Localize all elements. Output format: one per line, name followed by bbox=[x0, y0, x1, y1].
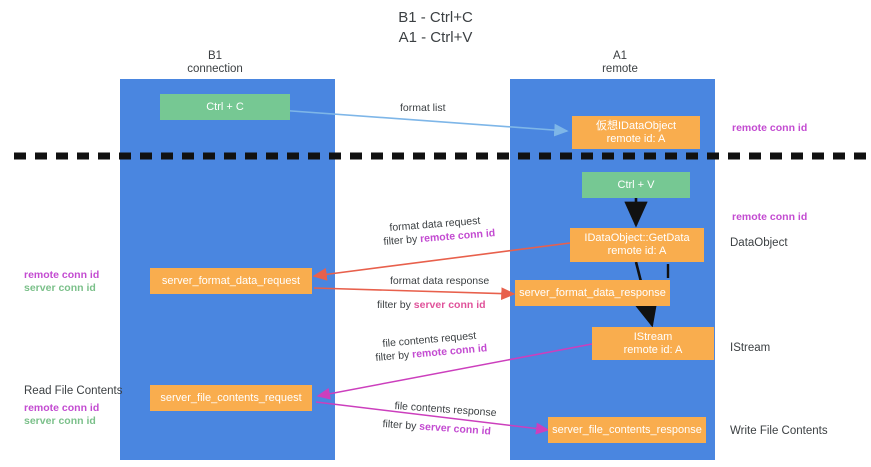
label-remote-conn-id-top: remote conn id bbox=[732, 122, 808, 134]
edge-label-format-data-response: format data response bbox=[390, 275, 490, 287]
label-left-server-conn-id-2: server conn id bbox=[24, 415, 96, 427]
lane-title-b1: B1 connection bbox=[187, 50, 243, 75]
section-divider bbox=[14, 152, 866, 160]
node-server-format-data-response[interactable]: server_format_data_response bbox=[515, 280, 670, 306]
node-virtual-idataobject[interactable]: 仮想IDataObject remote id: A bbox=[572, 116, 700, 149]
node-server-file-contents-request[interactable]: server_file_contents_request bbox=[150, 385, 312, 411]
label-remote-conn-id-mid: remote conn id bbox=[732, 211, 808, 223]
label-dataobject: DataObject bbox=[730, 237, 788, 249]
label-left-remote-conn-id-2: remote conn id bbox=[24, 402, 100, 414]
filter-prefix-1: filter by bbox=[383, 233, 421, 248]
node-istream[interactable]: IStream remote id: A bbox=[592, 327, 714, 360]
label-write-file-contents: Write File Contents bbox=[730, 425, 828, 437]
filter-prefix-4: filter by bbox=[382, 418, 420, 433]
lane-title-a1: A1 remote bbox=[602, 50, 638, 75]
label-left-server-conn-id: server conn id bbox=[24, 282, 96, 294]
node-ctrl-c[interactable]: Ctrl + C bbox=[160, 94, 290, 120]
label-read-file-contents: Read File Contents bbox=[24, 385, 123, 397]
filter-prefix-3: filter by bbox=[375, 348, 413, 364]
page-title: B1 - Ctrl+C A1 - Ctrl+V bbox=[398, 9, 473, 46]
node-ctrl-v[interactable]: Ctrl + V bbox=[582, 172, 690, 198]
label-left-remote-conn-id: remote conn id bbox=[24, 269, 100, 281]
filter-prefix-2: filter by bbox=[377, 299, 414, 311]
filter-value-2: server conn id bbox=[413, 299, 486, 311]
node-idataobject-getdata[interactable]: IDataObject::GetData remote id: A bbox=[570, 228, 704, 262]
node-server-format-data-request[interactable]: server_format_data_request bbox=[150, 268, 312, 294]
label-istream: IStream bbox=[730, 342, 771, 354]
edge-label-format-list: format list bbox=[400, 102, 446, 114]
node-server-file-contents-response[interactable]: server_file_contents_response bbox=[548, 417, 706, 443]
edge-label-format-data-response-filter: filter by server conn id bbox=[377, 299, 486, 312]
